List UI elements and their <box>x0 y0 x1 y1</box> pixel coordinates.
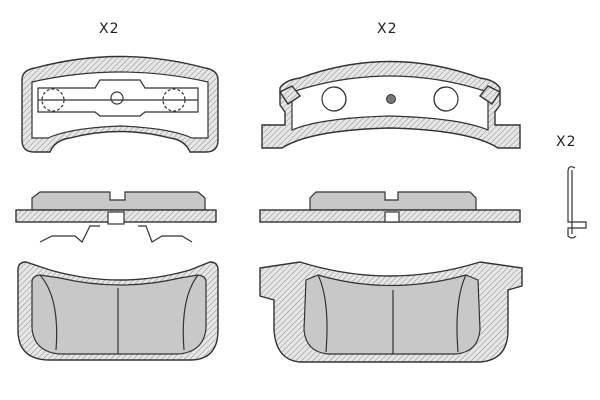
clip-side-view <box>567 166 587 239</box>
right-pad-side-view <box>259 191 521 223</box>
left-pad-friction-face <box>17 261 219 361</box>
right-pad-friction-face <box>259 261 523 363</box>
right-pad-wear-sensor-slot <box>384 211 400 223</box>
left-pad-backplate <box>21 55 219 153</box>
left-pad-spring-wire <box>39 225 193 243</box>
right-pad-backplate <box>261 60 521 149</box>
quantity-label-right-pad: X2 <box>377 21 398 37</box>
quantity-label-left-pad: X2 <box>99 21 120 37</box>
left-pad-wear-sensor-slot <box>107 211 125 225</box>
left-pad-center-rivet <box>110 91 124 105</box>
quantity-label-clip: X2 <box>556 134 577 150</box>
right-pad-center-rivet <box>386 94 396 104</box>
left-pad-side-view <box>15 191 217 243</box>
